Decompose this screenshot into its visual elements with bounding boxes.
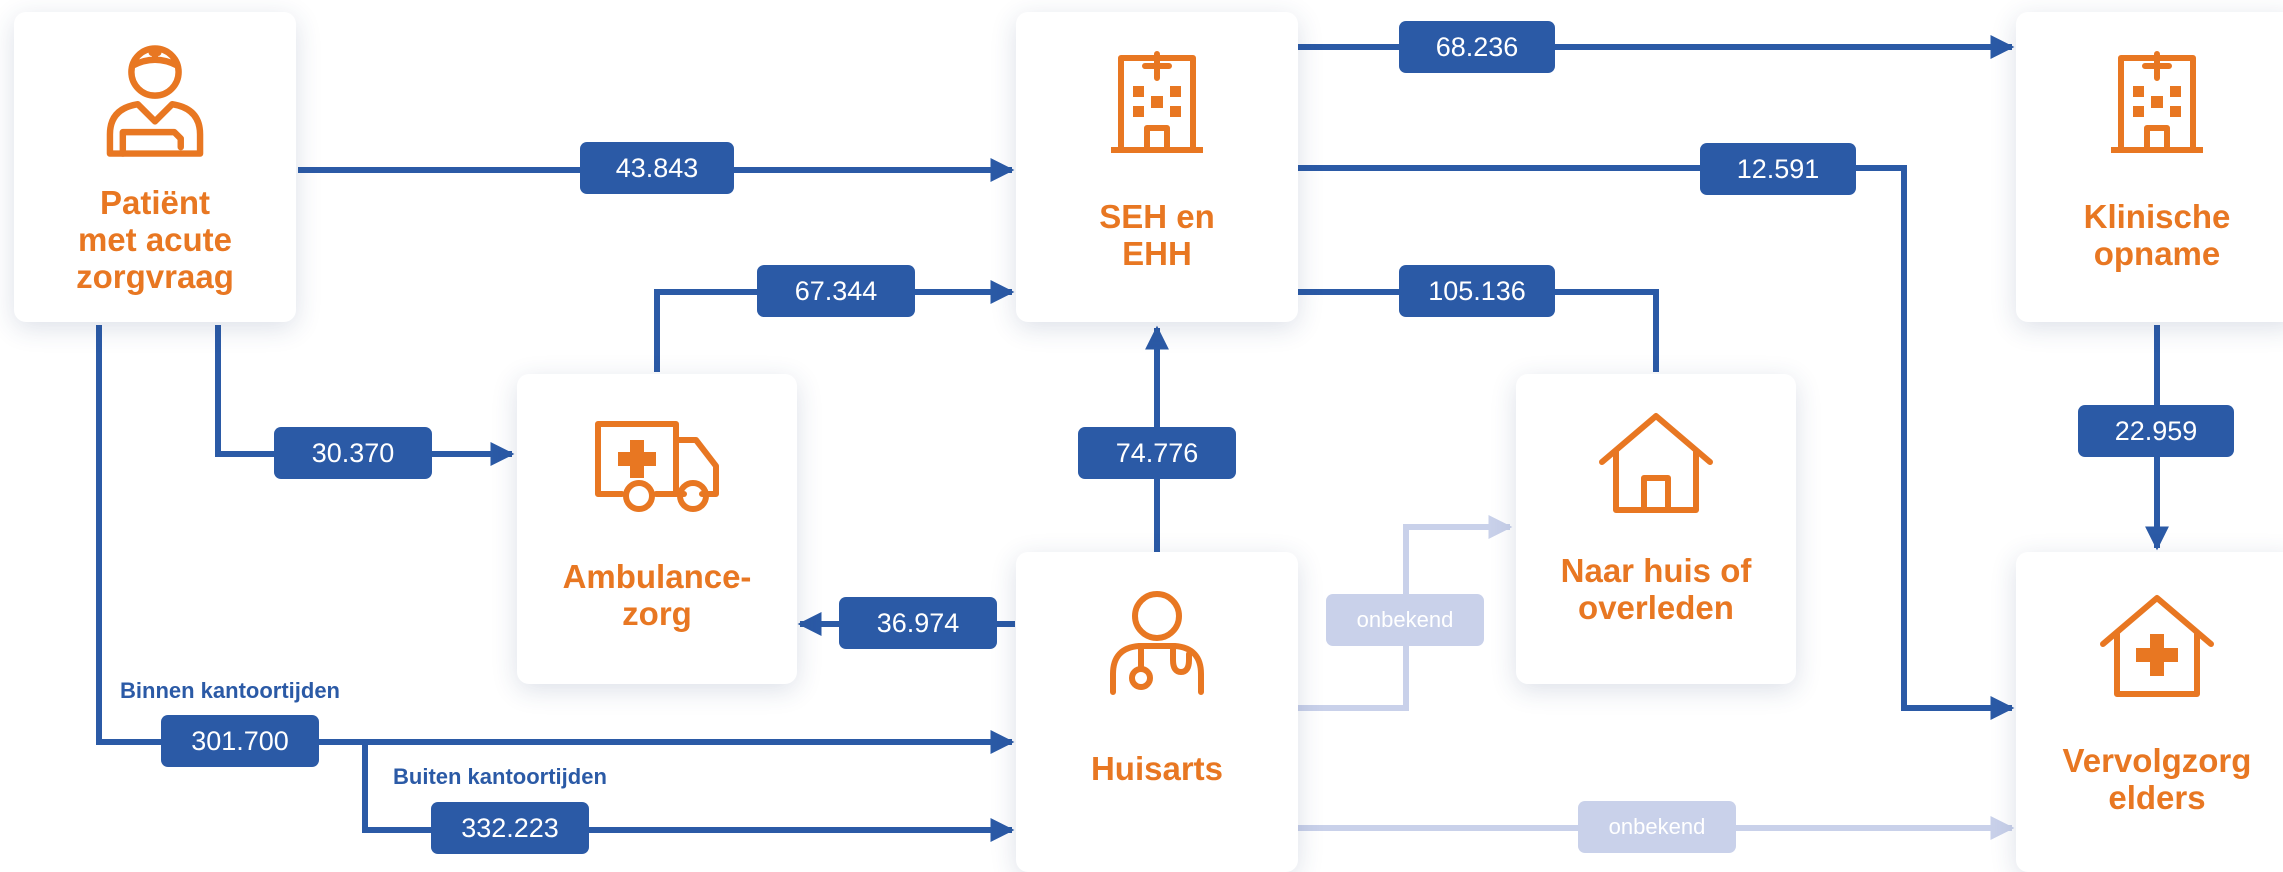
ambulance-label: Ambulance- zorg [562,558,752,632]
flow-value-gp-home: onbekend [1326,594,1484,646]
hospital-icon [1111,51,1203,153]
followup-label: Vervolgzorg elders [2062,742,2252,816]
flow-value-gp-seh: 74.776 [1078,427,1236,479]
flow-value-patient-ambulance: 30.370 [274,427,432,479]
flow-value-gp-ambulance: 36.974 [839,597,997,649]
flow-value-patient-gp-office: 301.700 [161,715,319,767]
seh-node: SEH en EHH [1016,12,1298,322]
flow-value-patient-seh: 43.843 [580,142,734,194]
flow-value-seh-clinical: 68.236 [1399,21,1555,73]
patient-label: Patiënt met acute zorgvraag [76,184,234,295]
after-hours-note: Buiten kantoortijden [393,764,607,789]
patient-node: Patiënt met acute zorgvraag [14,12,296,322]
gp-label: Huisarts [1090,750,1224,787]
flow-line-patient-gp-office [96,325,1015,754]
home-label: Naar huis of overleden [1560,552,1752,626]
flow-value-seh-followup: 12.591 [1700,143,1856,195]
hospital-icon [2111,51,2203,153]
clinical-label: Klinische opname [2083,198,2231,272]
ambulance-node: Ambulance- zorg [517,374,797,684]
flow-value-ambulance-seh: 67.344 [757,265,915,317]
office-hours-note: Binnen kantoortijden [120,678,340,703]
injured-patient-icon [106,45,204,157]
house-icon [1599,413,1713,513]
flow-line-patient-gp-after [362,742,1015,842]
home-node: Naar huis of overleden [1516,374,1796,684]
flow-value-patient-gp-after: 332.223 [431,802,589,854]
flow-value-clinical-followup: 22.959 [2078,405,2234,457]
flow-value-seh-home: 105.136 [1399,265,1555,317]
seh-label: SEH en EHH [1099,198,1215,272]
gp-node: Huisarts [1016,552,1298,872]
doctor-icon [1110,591,1204,695]
ambulance-icon [595,421,719,512]
flow-value-gp-followup: onbekend [1578,801,1736,853]
care-home-icon [2100,595,2214,697]
followup-node: Vervolgzorg elders [2016,552,2283,872]
flow-line-seh-followup [1297,165,2015,720]
clinical-node: Klinische opname [2016,12,2283,322]
